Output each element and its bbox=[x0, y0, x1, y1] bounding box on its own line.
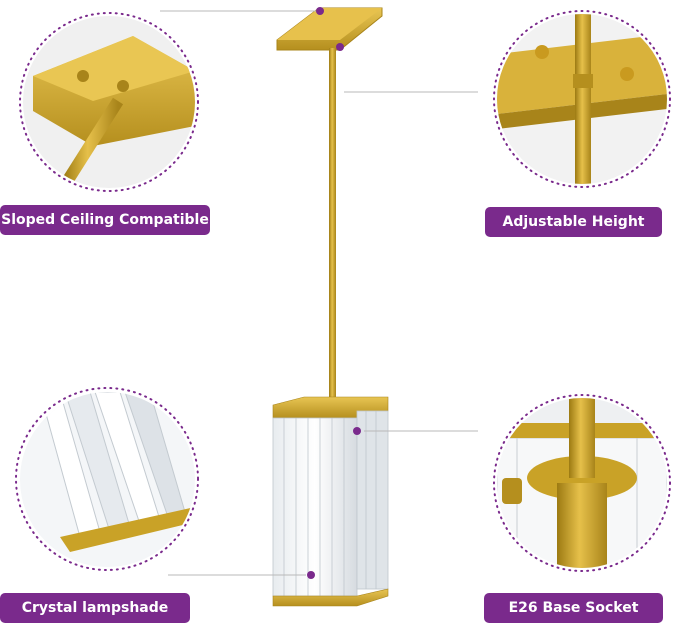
socket-icon bbox=[497, 398, 667, 568]
callout-lines bbox=[160, 10, 478, 576]
label-e26-socket: E26 Base Socket bbox=[484, 593, 663, 623]
label-sloped-ceiling: Sloped Ceiling Compatible bbox=[0, 205, 210, 235]
socket-closeup bbox=[497, 398, 667, 568]
crystal-shade bbox=[272, 410, 389, 597]
dotted-rings bbox=[15, 10, 671, 572]
suspension-rod bbox=[329, 48, 336, 403]
label-adjustable-height: Adjustable Height bbox=[485, 207, 662, 237]
shade-bottom-rim bbox=[272, 588, 389, 607]
crystal-prism-icon bbox=[20, 392, 195, 567]
crystal-prism-closeup bbox=[20, 392, 195, 567]
rod-joint-closeup bbox=[497, 14, 667, 184]
ceiling-canopy-icon bbox=[23, 16, 195, 188]
ceiling-canopy-closeup bbox=[23, 16, 195, 188]
rod-joint-icon bbox=[497, 14, 667, 184]
label-crystal-lampshade: Crystal lampshade bbox=[0, 593, 190, 623]
